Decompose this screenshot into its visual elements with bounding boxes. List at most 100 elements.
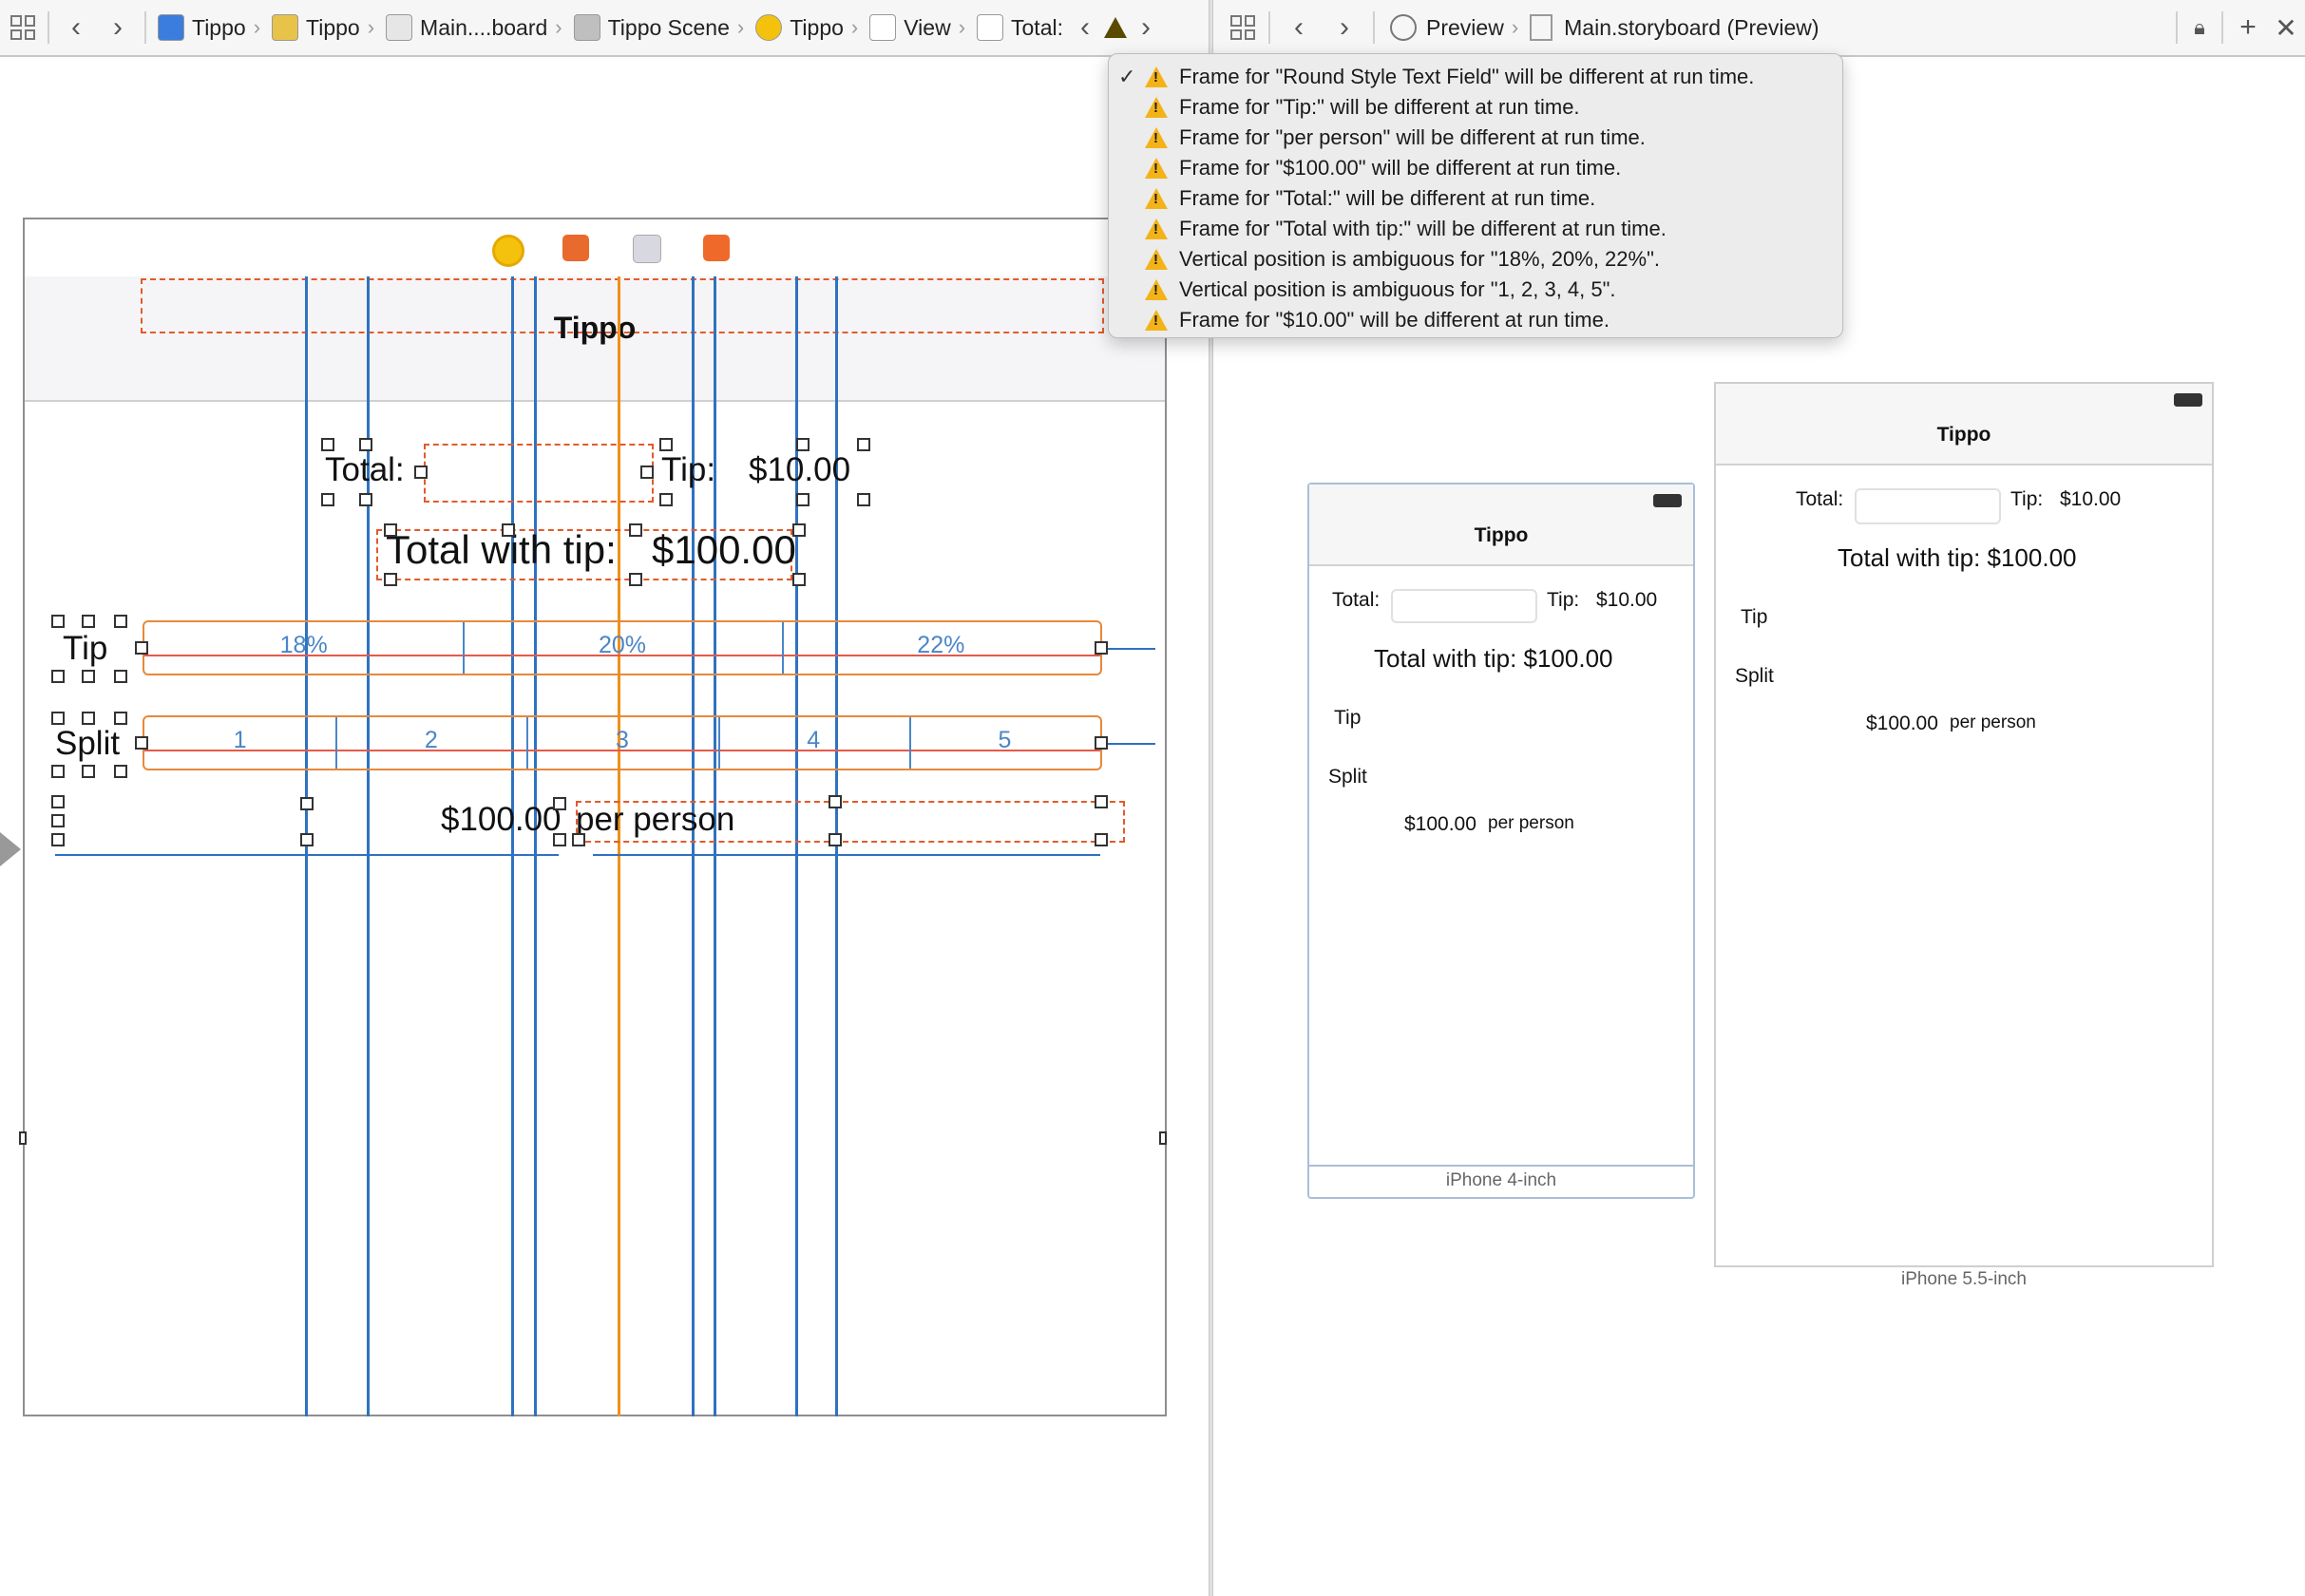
resize-handle[interactable] bbox=[114, 615, 127, 628]
back-button[interactable]: ‹ bbox=[55, 9, 97, 47]
breadcrumb-item[interactable]: Tippo› bbox=[158, 14, 268, 41]
per-person-value[interactable]: $100.00 bbox=[441, 801, 562, 838]
resize-handle[interactable] bbox=[1095, 795, 1108, 808]
resize-handle[interactable] bbox=[82, 712, 95, 725]
resize-handle[interactable] bbox=[572, 833, 585, 846]
view-controller-scene[interactable]: Tippo Total: Tip: $10.00 Total with tip:… bbox=[19, 218, 1167, 1416]
issue-item[interactable]: Frame for "Tip:" will be different at ru… bbox=[1109, 92, 1842, 123]
issue-item[interactable]: Frame for "Total with tip:" will be diff… bbox=[1109, 214, 1842, 244]
resize-handle[interactable] bbox=[51, 833, 65, 846]
resize-handle[interactable] bbox=[829, 833, 842, 846]
issue-item[interactable]: Frame for "Total:" will be different at … bbox=[1109, 183, 1842, 214]
resize-handle[interactable] bbox=[1095, 641, 1108, 655]
first-responder-icon[interactable] bbox=[562, 235, 589, 261]
tip-segment[interactable]: 18% bbox=[279, 632, 328, 658]
preview-total-field[interactable] bbox=[1855, 488, 2001, 524]
resize-handle[interactable] bbox=[384, 573, 397, 586]
breadcrumb-item[interactable]: Tippo Scene› bbox=[573, 14, 752, 41]
issue-item[interactable]: Vertical position is ambiguous for "18%,… bbox=[1109, 244, 1842, 275]
resize-handle[interactable] bbox=[114, 765, 127, 778]
total-with-tip-label[interactable]: Total with tip: bbox=[386, 527, 617, 572]
preview-mode-item[interactable]: Preview › bbox=[1381, 14, 1526, 41]
close-editor-button[interactable]: ✕ bbox=[2267, 9, 2305, 47]
back-button[interactable]: ‹ bbox=[1276, 9, 1322, 47]
split-segment[interactable]: 2 bbox=[424, 727, 438, 753]
split-segment[interactable]: 4 bbox=[807, 727, 821, 753]
breadcrumb-item[interactable]: Tippo› bbox=[755, 14, 866, 41]
resize-handle[interactable] bbox=[640, 466, 654, 479]
placeholder-icon[interactable] bbox=[633, 235, 661, 263]
add-editor-button[interactable]: + bbox=[2229, 9, 2267, 47]
resize-handle[interactable] bbox=[1095, 736, 1108, 750]
resize-handle[interactable] bbox=[1159, 1131, 1167, 1145]
editor-split-divider[interactable] bbox=[1209, 0, 1213, 1596]
issue-item[interactable]: Vertical position is ambiguous for "1, 2… bbox=[1109, 275, 1842, 305]
related-items-button[interactable] bbox=[4, 9, 42, 47]
next-issue-button[interactable]: › bbox=[1130, 9, 1162, 47]
total-label[interactable]: Total: bbox=[325, 451, 405, 488]
related-items-button[interactable] bbox=[1223, 9, 1263, 47]
forward-button[interactable]: › bbox=[97, 9, 139, 47]
tip-label[interactable]: Tip: bbox=[661, 451, 716, 488]
resize-handle[interactable] bbox=[792, 523, 806, 537]
total-with-tip-value[interactable]: $100.00 bbox=[652, 527, 796, 572]
preview-file-item[interactable]: Main.storyboard (Preview) bbox=[1530, 14, 1819, 41]
resize-handle[interactable] bbox=[659, 438, 673, 451]
split-row-label[interactable]: Split bbox=[55, 725, 121, 762]
issue-item[interactable]: Frame for "$100.00" will be different at… bbox=[1109, 153, 1842, 183]
resize-handle[interactable] bbox=[502, 523, 515, 537]
resize-handle[interactable] bbox=[300, 797, 314, 810]
resize-handle[interactable] bbox=[321, 438, 334, 451]
resize-handle[interactable] bbox=[300, 833, 314, 846]
resize-handle[interactable] bbox=[82, 670, 95, 683]
resize-handle[interactable] bbox=[135, 736, 148, 750]
resize-handle[interactable] bbox=[51, 814, 65, 827]
issue-item[interactable]: Frame for "$10.00" will be different at … bbox=[1109, 305, 1842, 335]
tip-segment[interactable]: 20% bbox=[598, 632, 647, 658]
resize-handle[interactable] bbox=[792, 573, 806, 586]
split-segment[interactable]: 3 bbox=[616, 727, 629, 753]
breadcrumb-item[interactable]: Tippo› bbox=[272, 14, 382, 41]
resize-handle[interactable] bbox=[629, 523, 642, 537]
resize-handle[interactable] bbox=[82, 765, 95, 778]
tip-value-label[interactable]: $10.00 bbox=[749, 451, 851, 488]
preview-iphone-5-5-inch[interactable]: Tippo Total: Tip: $10.00 Total with tip:… bbox=[1714, 382, 2214, 1267]
resize-handle[interactable] bbox=[51, 712, 65, 725]
resize-handle[interactable] bbox=[19, 1131, 27, 1145]
breadcrumb-item[interactable]: View› bbox=[869, 14, 973, 41]
resize-handle[interactable] bbox=[857, 493, 870, 506]
issues-button[interactable] bbox=[1101, 17, 1130, 38]
resize-handle[interactable] bbox=[51, 615, 65, 628]
resize-handle[interactable] bbox=[629, 573, 642, 586]
tip-row-label[interactable]: Tip bbox=[63, 630, 108, 667]
issue-item[interactable]: Frame for "per person" will be different… bbox=[1109, 123, 1842, 153]
exit-icon[interactable] bbox=[703, 235, 730, 261]
split-segment[interactable]: 1 bbox=[233, 727, 247, 753]
resize-handle[interactable] bbox=[51, 795, 65, 808]
resize-handle[interactable] bbox=[553, 833, 566, 846]
resize-handle[interactable] bbox=[135, 641, 148, 655]
preview-iphone-4-inch[interactable]: Tippo Total: Tip: $10.00 Total with tip:… bbox=[1307, 483, 1695, 1199]
resize-handle[interactable] bbox=[51, 765, 65, 778]
resize-handle[interactable] bbox=[414, 466, 428, 479]
resize-handle[interactable] bbox=[1095, 833, 1108, 846]
previous-issue-button[interactable]: ‹ bbox=[1069, 9, 1101, 47]
resize-handle[interactable] bbox=[82, 615, 95, 628]
resize-handle[interactable] bbox=[796, 493, 810, 506]
per-person-label[interactable]: per person bbox=[576, 801, 735, 838]
resize-handle[interactable] bbox=[51, 670, 65, 683]
split-segment[interactable]: 5 bbox=[998, 727, 1012, 753]
lock-button[interactable]: 🔒︎ bbox=[2183, 9, 2216, 47]
tip-segment[interactable]: 22% bbox=[917, 632, 965, 658]
resize-handle[interactable] bbox=[553, 797, 566, 810]
resize-handle[interactable] bbox=[114, 712, 127, 725]
split-segmented-control[interactable]: 1 2 3 4 5 bbox=[143, 715, 1102, 770]
resize-handle[interactable] bbox=[384, 523, 397, 537]
resize-handle[interactable] bbox=[829, 795, 842, 808]
breadcrumb-item[interactable]: Main....board› bbox=[386, 14, 570, 41]
view-controller-icon[interactable] bbox=[492, 235, 524, 267]
resize-handle[interactable] bbox=[321, 493, 334, 506]
preview-total-field[interactable] bbox=[1391, 589, 1537, 623]
resize-handle[interactable] bbox=[659, 493, 673, 506]
resize-handle[interactable] bbox=[359, 493, 372, 506]
